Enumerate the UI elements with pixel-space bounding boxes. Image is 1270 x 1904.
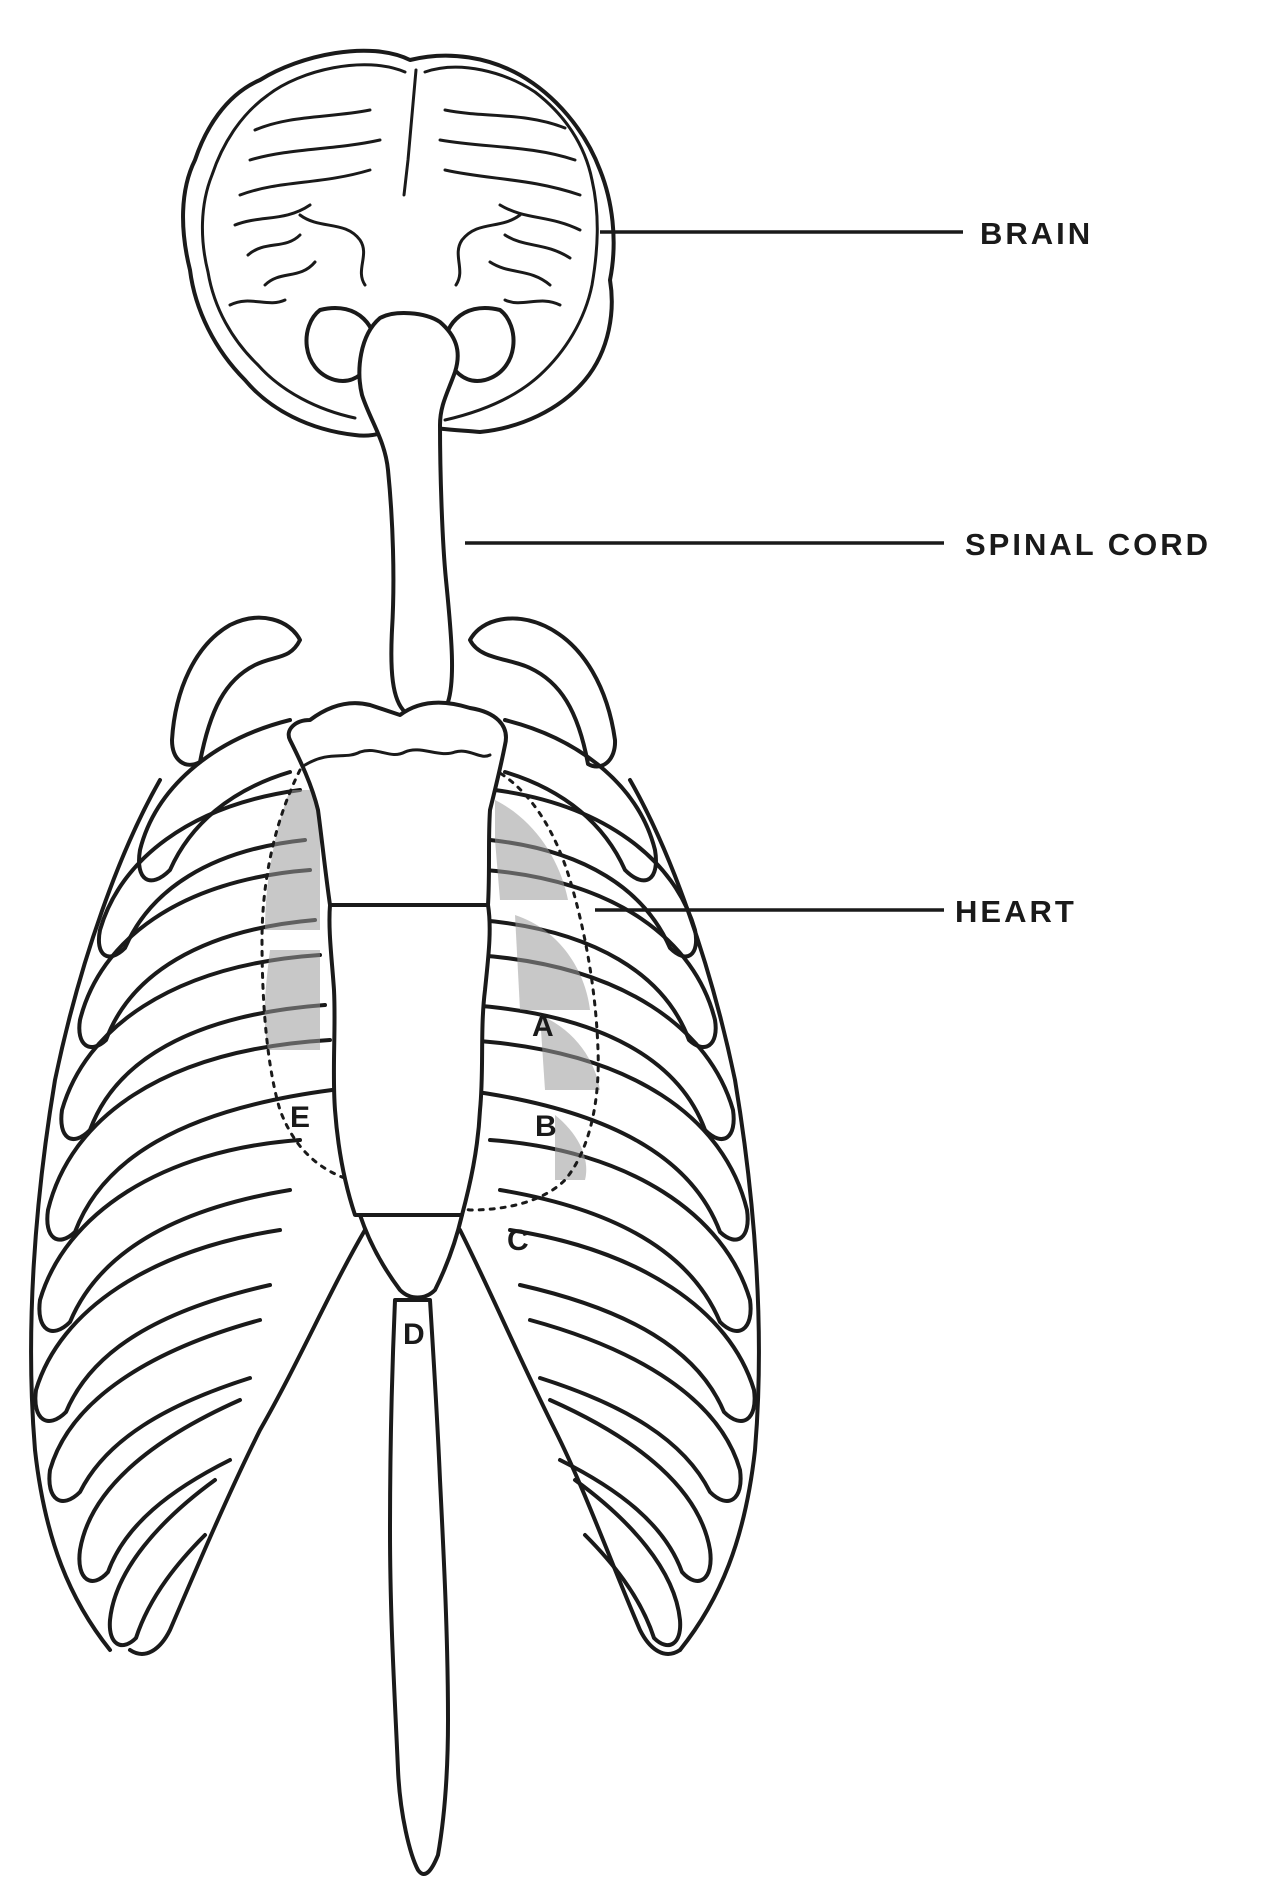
sternum-illustration: [289, 703, 506, 1874]
point-a-label: A: [532, 1012, 554, 1042]
spinal-cord-label: SPINAL CORD: [965, 529, 1211, 560]
point-c-label: C: [507, 1226, 529, 1256]
brain-label: BRAIN: [980, 218, 1093, 249]
point-d-label: D: [403, 1320, 425, 1350]
point-b-label: B: [535, 1112, 557, 1142]
heart-label: HEART: [955, 896, 1077, 927]
point-e-label: E: [290, 1103, 310, 1133]
spinal-cord-illustration: [359, 313, 457, 717]
